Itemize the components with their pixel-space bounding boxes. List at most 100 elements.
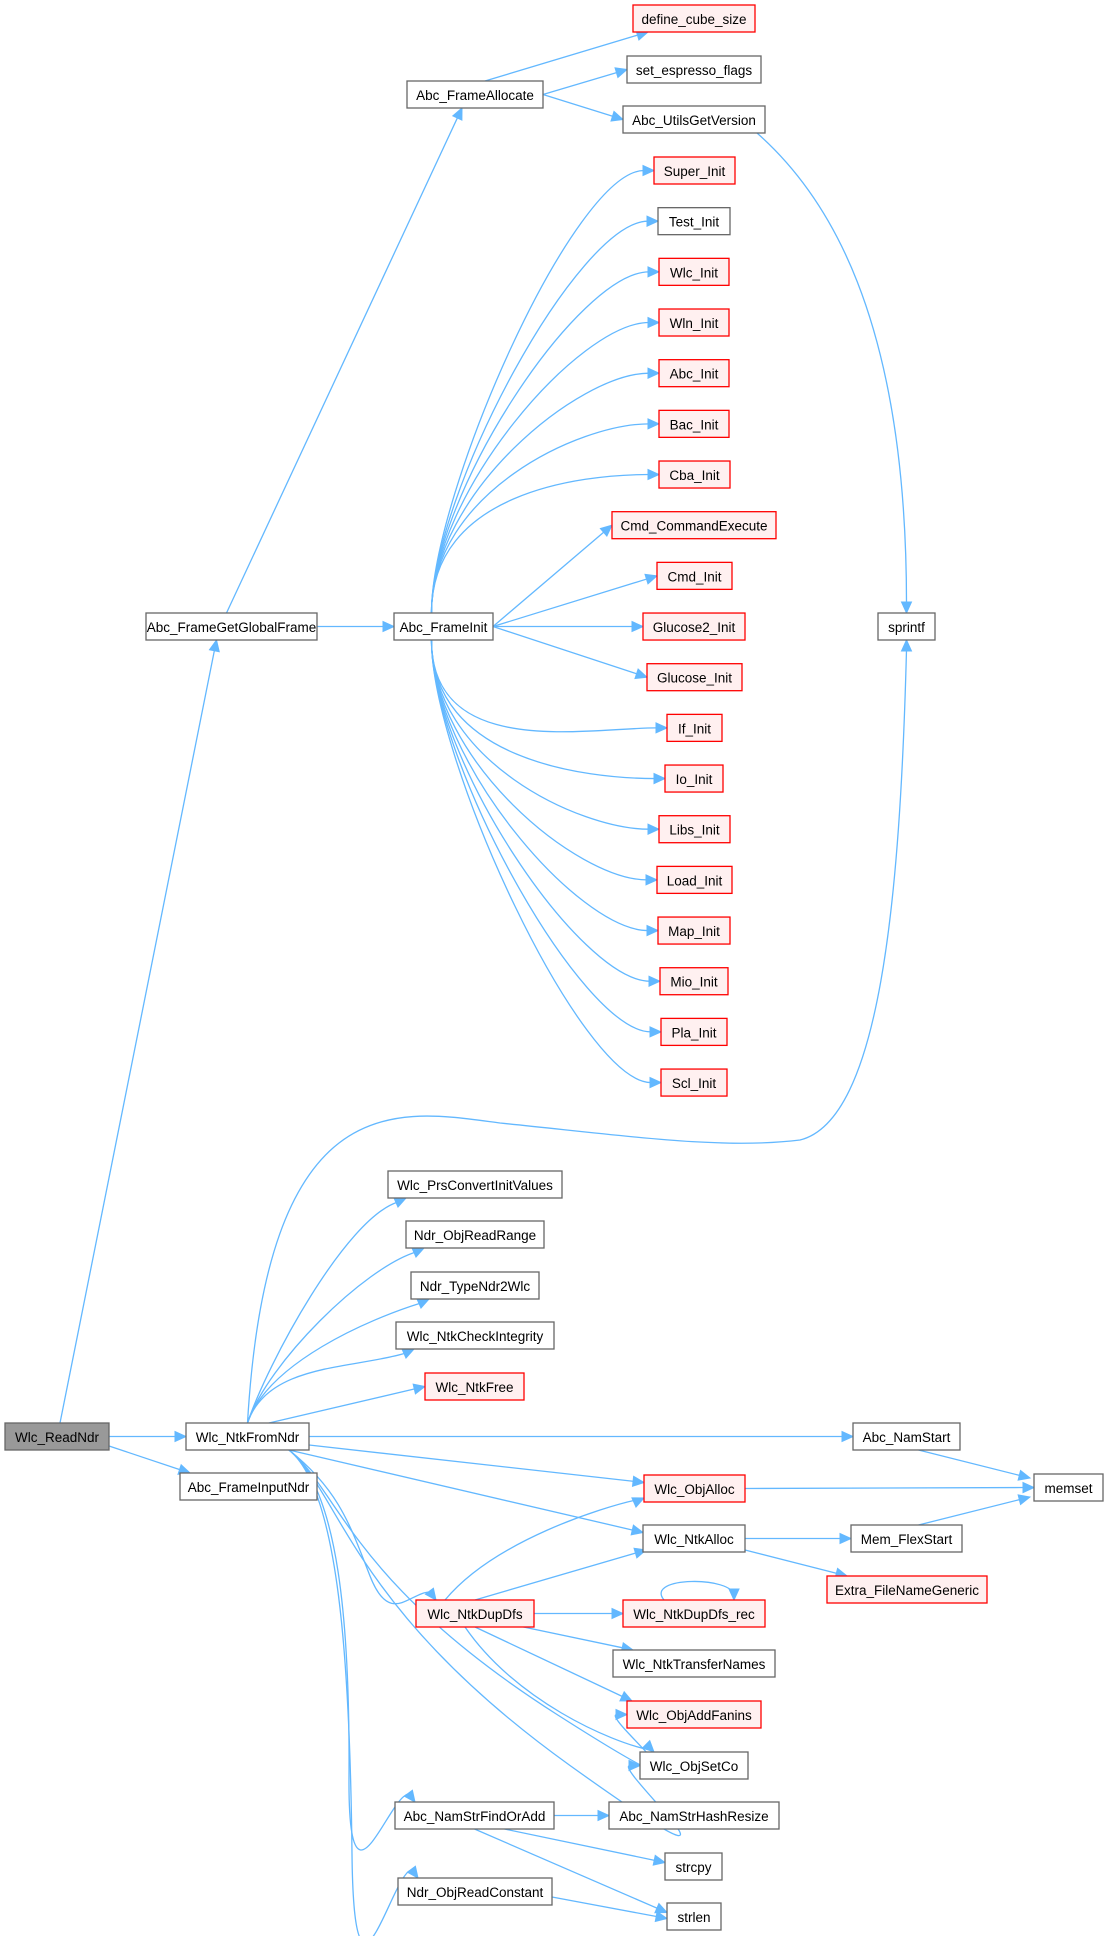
node-sprintf[interactable]: sprintf [877, 612, 936, 641]
node-label[interactable]: Wlc_ObjAddFanins [636, 1708, 752, 1723]
node-mem-flexstart[interactable]: Mem_FlexStart [850, 1524, 963, 1553]
node-label[interactable]: Wlc_NtkTransferNames [623, 1657, 766, 1672]
node-box[interactable] [850, 1524, 963, 1553]
node-label[interactable]: Wlc_NtkFree [435, 1380, 513, 1395]
node-label[interactable]: Wlc_PrsConvertInitValues [397, 1178, 553, 1193]
node-box[interactable] [658, 815, 731, 844]
node-label[interactable]: Extra_FileNameGeneric [835, 1583, 979, 1598]
node-extra-filenamegeneric[interactable]: Extra_FileNameGeneric [826, 1575, 988, 1604]
node-wlc-objalloc[interactable]: Wlc_ObjAlloc [643, 1474, 746, 1503]
node-label[interactable]: set_espresso_flags [636, 63, 753, 78]
node-label[interactable]: Libs_Init [669, 823, 720, 838]
node-label[interactable]: Scl_Init [672, 1076, 717, 1091]
node-box[interactable] [826, 1575, 988, 1604]
node-box[interactable] [666, 713, 723, 743]
node-glucose2-init[interactable]: Glucose2_Init [642, 612, 746, 641]
node-label[interactable]: Test_Init [669, 215, 720, 230]
node-ndr-objreadconstant[interactable]: Ndr_ObjReadConstant [397, 1877, 553, 1906]
node-label[interactable]: Wlc_NtkAlloc [654, 1532, 734, 1547]
node-box[interactable] [656, 865, 733, 895]
node-box[interactable] [658, 308, 730, 337]
node-label[interactable]: sprintf [888, 620, 925, 635]
node-box[interactable] [415, 1599, 535, 1628]
node-box[interactable] [653, 156, 736, 185]
node-box[interactable] [660, 1068, 728, 1097]
node-label[interactable]: Cmd_CommandExecute [620, 519, 767, 534]
node-box[interactable] [658, 409, 730, 439]
node-box[interactable] [659, 967, 729, 996]
node-box[interactable] [395, 1321, 555, 1350]
node-wlc-readndr[interactable]: Wlc_ReadNdr [4, 1422, 110, 1451]
node-box[interactable] [658, 257, 730, 286]
node-label[interactable]: Wlc_NtkCheckIntegrity [407, 1329, 544, 1344]
node-box[interactable] [406, 80, 544, 109]
node-pla-init[interactable]: Pla_Init [660, 1017, 728, 1047]
node-abc-frameinit[interactable]: Abc_FrameInit [393, 612, 494, 641]
node-box[interactable] [397, 1877, 553, 1906]
node-wlc-ntkdupdfs[interactable]: Wlc_NtkDupDfs [415, 1599, 535, 1628]
node-label[interactable]: Ndr_ObjReadConstant [407, 1885, 544, 1900]
node-load-init[interactable]: Load_Init [656, 865, 733, 895]
node-label[interactable]: Super_Init [664, 164, 726, 179]
node-box[interactable] [656, 561, 733, 591]
node-label[interactable]: Map_Init [668, 924, 720, 939]
node-box[interactable] [626, 1700, 762, 1729]
node-box[interactable] [626, 55, 762, 84]
node-label[interactable]: Io_Init [676, 772, 713, 787]
node-label[interactable]: Wlc_NtkFromNdr [196, 1430, 300, 1445]
node-label[interactable]: Wlc_ObjSetCo [650, 1759, 739, 1774]
node-label[interactable]: Wlc_ReadNdr [15, 1430, 100, 1445]
node-label[interactable]: Glucose2_Init [653, 620, 736, 635]
node-label[interactable]: Wlc_ObjAlloc [654, 1482, 735, 1497]
node-box[interactable] [666, 1902, 722, 1931]
node-label[interactable]: Pla_Init [671, 1025, 716, 1040]
node-label[interactable]: Cba_Init [669, 468, 720, 483]
node-map-init[interactable]: Map_Init [657, 916, 731, 945]
node-box[interactable] [424, 1372, 525, 1401]
node-wlc-prsconvertinitvalues[interactable]: Wlc_PrsConvertInitValues [387, 1170, 563, 1199]
node-wlc-ntkdupdfs-rec[interactable]: Wlc_NtkDupDfs_rec [622, 1599, 766, 1628]
node-box[interactable] [657, 916, 731, 945]
node-wlc-objsetco[interactable]: Wlc_ObjSetCo [639, 1751, 749, 1780]
node-wlc-ntktransfernames[interactable]: Wlc_NtkTransferNames [612, 1649, 776, 1678]
node-box[interactable] [394, 1801, 555, 1830]
node-label[interactable]: Wln_Init [670, 316, 719, 331]
node-box[interactable] [185, 1422, 310, 1451]
node-box[interactable] [642, 1524, 746, 1553]
node-label[interactable]: Abc_NamStrFindOrAdd [404, 1809, 546, 1824]
node-label[interactable]: Ndr_ObjReadRange [414, 1228, 536, 1243]
node-cmd-commandexecute[interactable]: Cmd_CommandExecute [611, 511, 777, 540]
node-libs-init[interactable]: Libs_Init [658, 815, 731, 844]
node-label[interactable]: Abc_FrameGetGlobalFrame [147, 620, 317, 635]
node-box[interactable] [657, 207, 731, 236]
node-label[interactable]: strlen [677, 1910, 710, 1925]
node-box[interactable] [664, 764, 724, 793]
node-box[interactable] [658, 359, 730, 388]
node-super-init[interactable]: Super_Init [653, 156, 736, 185]
node-abc-frameinputndr[interactable]: Abc_FrameInputNdr [179, 1472, 318, 1501]
node-wlc-ntkfree[interactable]: Wlc_NtkFree [424, 1372, 525, 1401]
node-box[interactable] [642, 612, 746, 641]
node-box[interactable] [145, 612, 318, 641]
node-box[interactable] [405, 1220, 545, 1249]
node-scl-init[interactable]: Scl_Init [660, 1068, 728, 1097]
node-box[interactable] [852, 1422, 961, 1451]
node-abc-namstart[interactable]: Abc_NamStart [852, 1422, 961, 1451]
node-abc-frameallocate[interactable]: Abc_FrameAllocate [406, 80, 544, 109]
node-box[interactable] [410, 1271, 540, 1300]
node-label[interactable]: Abc_Init [670, 367, 719, 382]
node-cmd-init[interactable]: Cmd_Init [656, 561, 733, 591]
node-box[interactable] [622, 1599, 766, 1628]
node-label[interactable]: Glucose_Init [657, 671, 732, 686]
node-box[interactable] [611, 511, 777, 540]
node-bac-init[interactable]: Bac_Init [658, 409, 730, 439]
node-label[interactable]: If_Init [678, 721, 711, 736]
node-strcpy[interactable]: strcpy [664, 1852, 723, 1881]
node-box[interactable] [622, 105, 766, 134]
node-cba-init[interactable]: Cba_Init [658, 460, 731, 489]
node-wlc-init[interactable]: Wlc_Init [658, 257, 730, 286]
node-box[interactable] [660, 1017, 728, 1047]
node-label[interactable]: Mio_Init [670, 975, 718, 990]
node-box[interactable] [608, 1801, 780, 1830]
node-wlc-ntkcheckintegrity[interactable]: Wlc_NtkCheckIntegrity [395, 1321, 555, 1350]
